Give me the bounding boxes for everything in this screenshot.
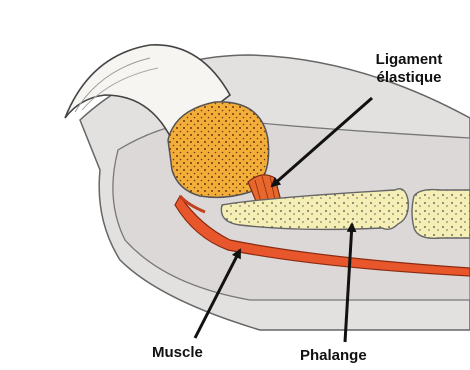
label-phalange: Phalange [300, 347, 367, 365]
label-ligament-line2: élastique [356, 69, 462, 87]
label-ligament: Ligament élastique [356, 51, 462, 87]
label-ligament-line1: Ligament [356, 51, 462, 69]
label-muscle: Muscle [152, 344, 203, 362]
